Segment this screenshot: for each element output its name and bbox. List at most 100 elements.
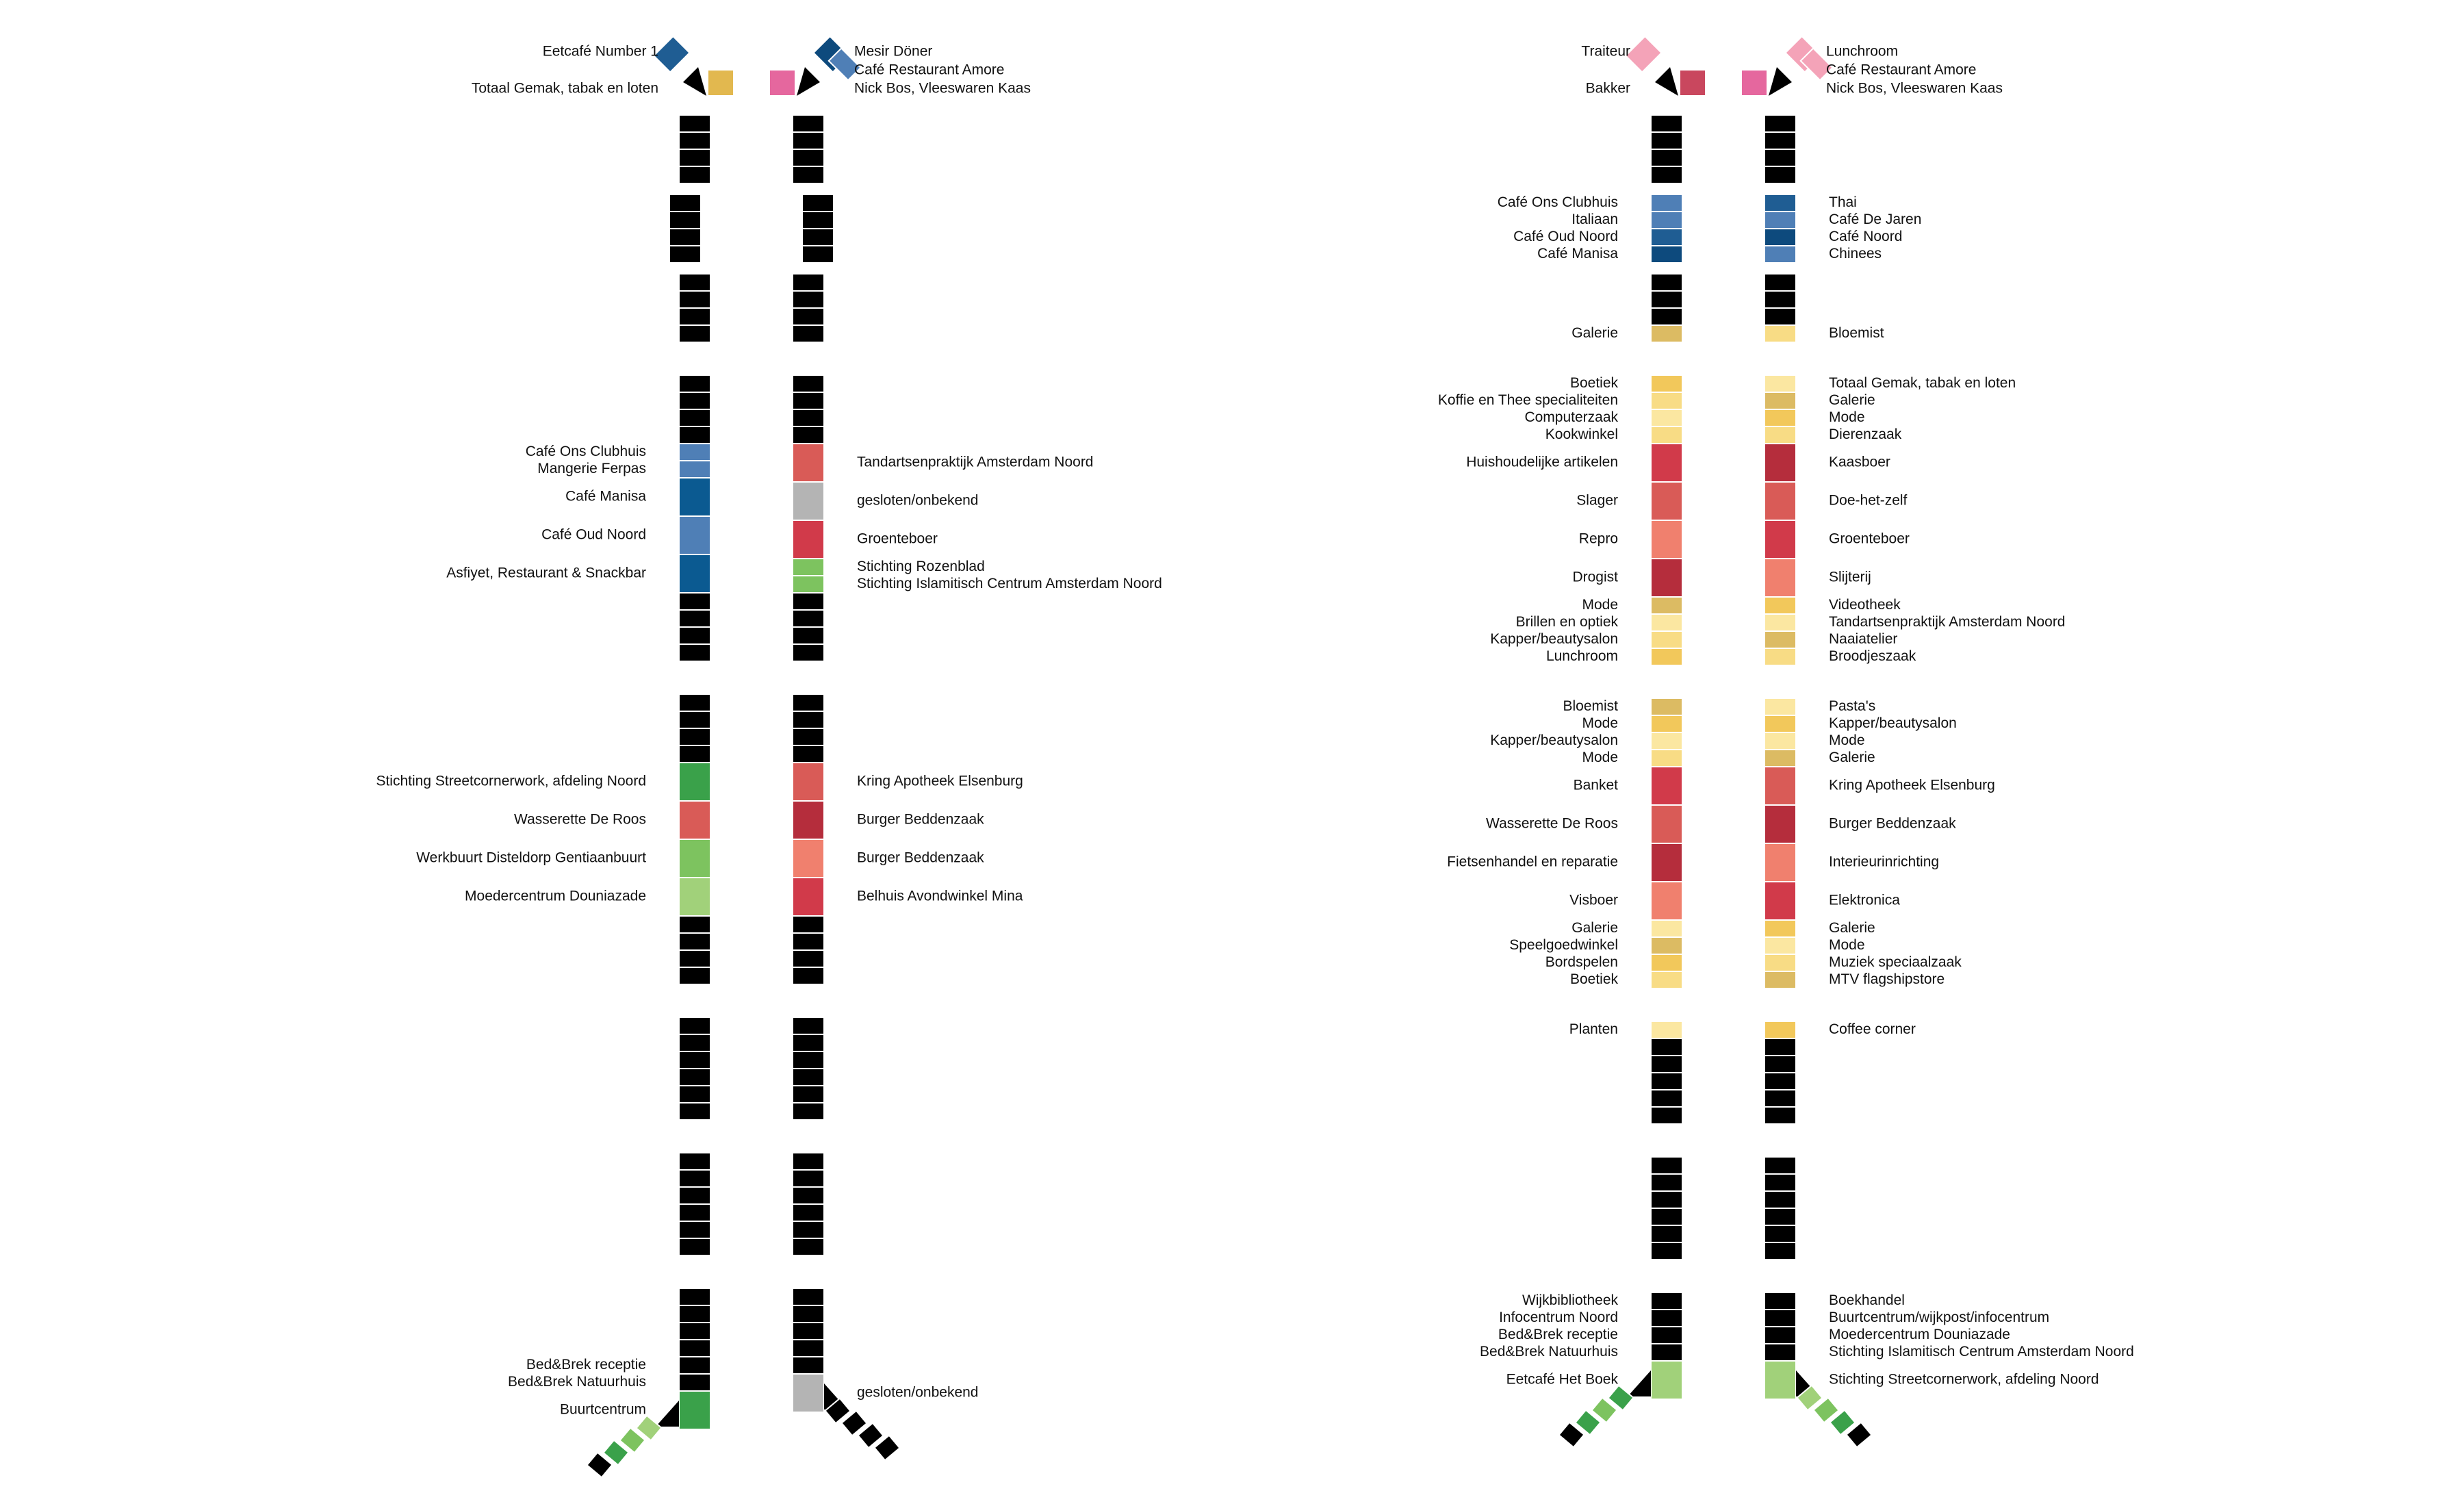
- unit-empty: [792, 1085, 825, 1103]
- unit-label: Wasserette De Roos: [514, 812, 646, 828]
- unit-empty: [678, 392, 711, 410]
- unit-empty: [792, 1221, 825, 1239]
- unit-cell: [1650, 766, 1683, 806]
- unit-cell: [792, 443, 825, 483]
- entrance-cell: [652, 35, 691, 73]
- unit-empty: [678, 1068, 711, 1086]
- unit-label: Café Manisa: [565, 489, 646, 505]
- unit-empty: [1650, 1208, 1683, 1226]
- unit-empty: [792, 949, 825, 968]
- unit-cell: [1650, 228, 1683, 246]
- unit-label: Doe-het-zelf: [1829, 493, 1908, 509]
- unit-cell: [1650, 749, 1683, 767]
- unit-label: Dierenzaak: [1829, 426, 1902, 442]
- unit-label: Café Manisa: [1537, 246, 1618, 261]
- unit-cell: [1764, 630, 1797, 649]
- unit-empty: [678, 307, 711, 326]
- unit-label: Belhuis Avondwinkel Mina: [857, 889, 1023, 904]
- unit-cell: [1764, 1343, 1797, 1362]
- unit-label: Kapper/beautysalon: [1490, 732, 1618, 748]
- unit-empty: [1650, 1190, 1683, 1209]
- unit-empty: [792, 166, 825, 184]
- unit-cell: [1764, 804, 1797, 844]
- unit-label: Bed&Brek receptie: [1498, 1327, 1618, 1342]
- unit-empty: [1764, 1208, 1797, 1226]
- unit-cell: [1764, 1326, 1797, 1344]
- exit-cell: [840, 1409, 868, 1437]
- unit-cell: [1650, 374, 1683, 393]
- unit-label: Werkbuurt Disteldorp Gentiaanbuurt: [416, 850, 646, 866]
- unit-empty: [792, 1288, 825, 1306]
- unit-label: Groenteboer: [1829, 531, 1910, 547]
- entrance-label: Café Restaurant Amore: [1826, 62, 1976, 78]
- unit-cell: [792, 762, 825, 802]
- unit-label: Repro: [1579, 531, 1618, 547]
- unit-empty: [678, 1034, 711, 1052]
- unit-cell: [1764, 520, 1797, 559]
- unit-empty: [792, 1186, 825, 1205]
- unit-empty: [678, 114, 711, 133]
- exit-cell: [602, 1439, 630, 1466]
- unit-cell: [792, 520, 825, 559]
- unit-empty: [1650, 1106, 1683, 1125]
- entrance-label: Bakker: [1586, 81, 1630, 97]
- street-column-right-1: Tandartsenpraktijk Amsterdam Noordgeslot…: [792, 114, 1162, 1413]
- unit-label: Stichting Islamitisch Centrum Amsterdam …: [857, 576, 1162, 591]
- entrance-cell: [1679, 69, 1706, 97]
- unit-empty: [678, 643, 711, 662]
- unit-empty: [1650, 290, 1683, 309]
- unit-empty: [1764, 114, 1797, 133]
- unit-cell: [1650, 843, 1683, 882]
- unit-label: MTV flagshipstore: [1829, 971, 1945, 987]
- unit-cell: [1764, 426, 1797, 444]
- entrance-bottom-left: [1558, 1370, 1651, 1448]
- unit-empty: [678, 711, 711, 729]
- unit-empty: [1764, 1038, 1797, 1056]
- unit-empty: [1650, 1173, 1683, 1192]
- unit-cell: [678, 1356, 711, 1375]
- unit-empty: [678, 1186, 711, 1205]
- unit-empty: [792, 643, 825, 662]
- entrance-cell: [827, 47, 862, 81]
- unit-empty: [678, 1238, 711, 1256]
- unit-empty: [1650, 1055, 1683, 1073]
- unit-cell: [678, 762, 711, 802]
- unit-cell: [1650, 971, 1683, 989]
- unit-cell: [678, 554, 711, 594]
- unit-cell: [792, 877, 825, 917]
- entrance-cell: [707, 69, 734, 97]
- unit-label: Naaiatelier: [1829, 631, 1897, 647]
- unit-cell: [792, 558, 825, 576]
- unit-cell: [1764, 971, 1797, 989]
- exit-cell: [1829, 1409, 1856, 1436]
- unit-empty: [792, 1238, 825, 1256]
- unit-label: Huishoudelijke artikelen: [1466, 455, 1618, 470]
- unit-label: Café Oud Noord: [1513, 229, 1618, 244]
- unit-cell: [1650, 1360, 1683, 1400]
- unit-label: Stichting Rozenblad: [857, 559, 985, 574]
- unit-cell: [1650, 630, 1683, 649]
- unit-empty: [792, 745, 825, 763]
- unit-empty: [669, 228, 702, 246]
- unit-empty: [792, 149, 825, 167]
- exit-cell: [1607, 1384, 1634, 1412]
- entrance-cell: [1624, 35, 1663, 73]
- entrance-bottom-right: [1796, 1370, 1873, 1448]
- unit-empty: [792, 1051, 825, 1069]
- exit-cell: [1591, 1396, 1618, 1424]
- unit-cell: [1650, 558, 1683, 598]
- unit-empty: [792, 1102, 825, 1121]
- unit-label: Bloemist: [1563, 698, 1618, 714]
- unit-empty: [792, 374, 825, 393]
- unit-cell: [1764, 715, 1797, 733]
- unit-label: Galerie: [1571, 920, 1618, 936]
- unit-empty: [678, 626, 711, 645]
- unit-empty: [678, 1017, 711, 1035]
- unit-cell: [1764, 558, 1797, 598]
- entrance-label: Café Restaurant Amore: [854, 62, 1004, 78]
